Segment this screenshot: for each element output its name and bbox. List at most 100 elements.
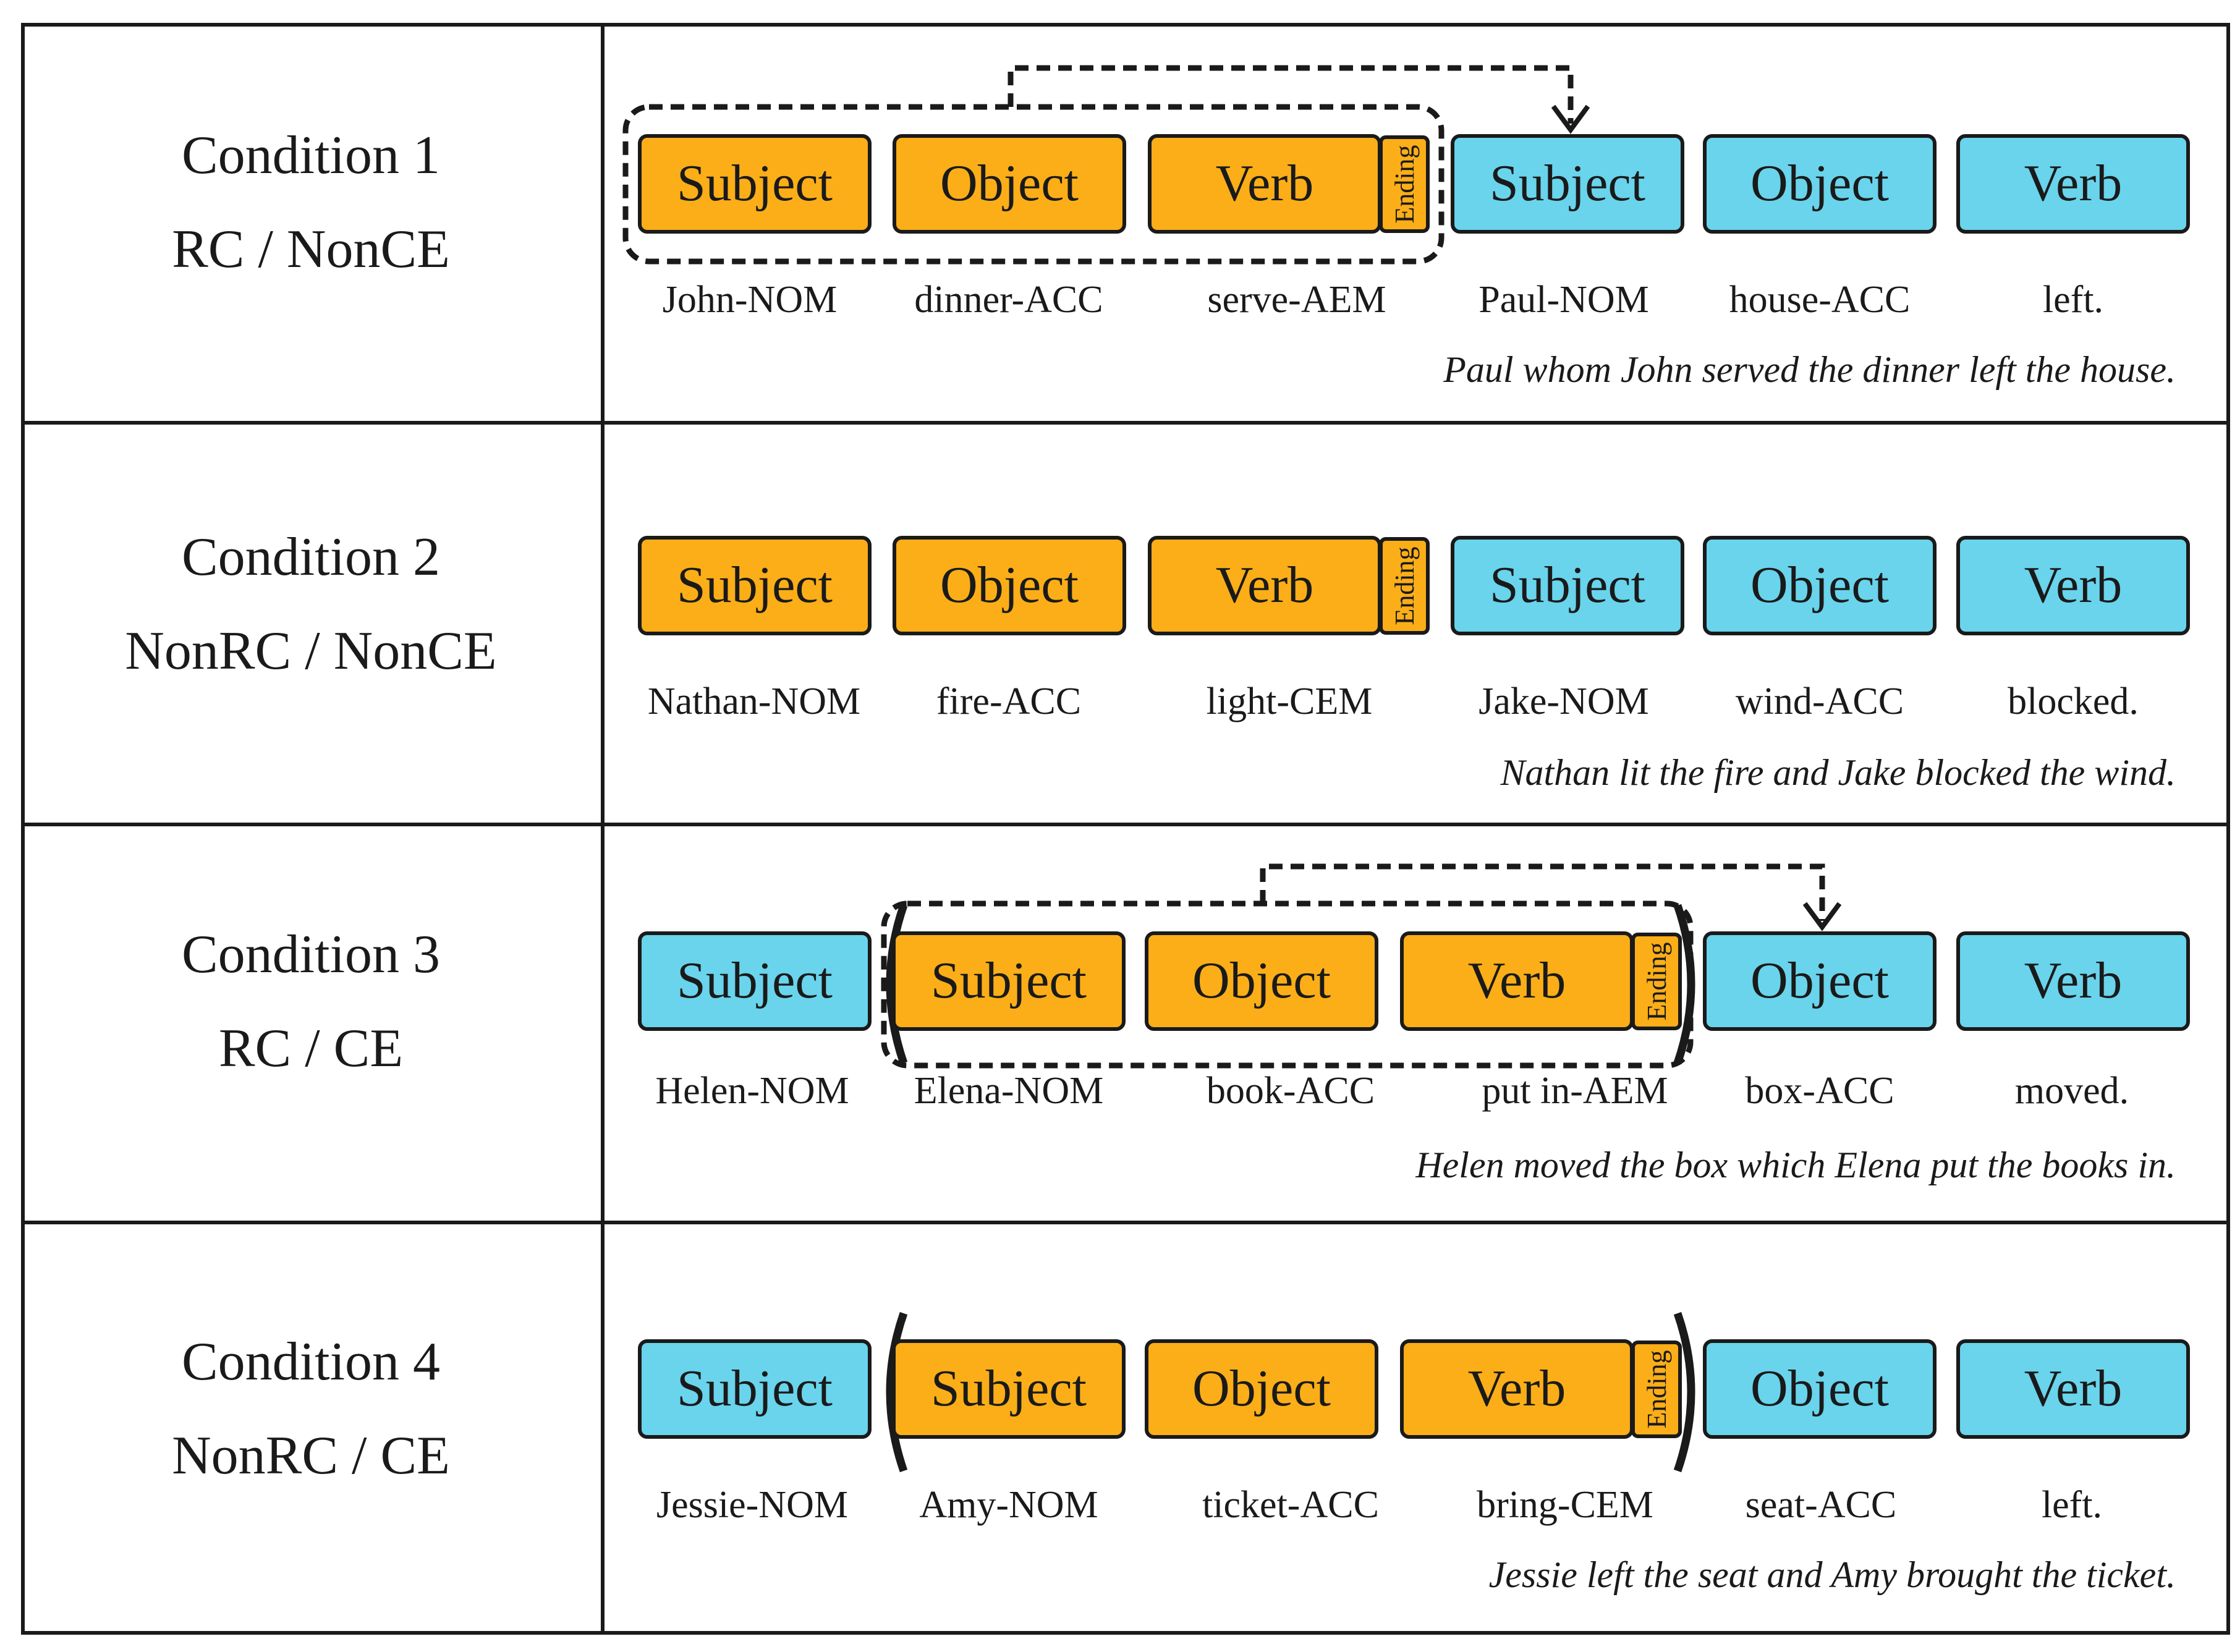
condition-row-3: Condition 3 RC / CE Subject Subject Obje… (182, 863, 2190, 1185)
block-label: Object (1750, 952, 1889, 1009)
condition-label-cell: Condition 1 RC / NonCE (172, 125, 450, 279)
word-block: Object (1703, 931, 1937, 1031)
arrowhead (1802, 902, 1842, 931)
word-block: Object (1703, 536, 1937, 635)
word-block: Verb (1956, 1339, 2190, 1439)
word-block: Verb (1148, 536, 1381, 635)
condition-label-cell: Condition 4 NonRC / CE (172, 1332, 450, 1486)
word-block: Object (1703, 134, 1937, 234)
ending-block: Ending (1379, 537, 1430, 635)
gloss: Nathan-NOM (648, 680, 860, 722)
condition-row-1: Condition 1 RC / NonCE Subject Object Ve… (172, 65, 2190, 390)
gloss: light-CEM (1207, 680, 1373, 722)
block-label: Subject (677, 952, 833, 1009)
block-label: Object (1750, 155, 1889, 212)
condition-type: RC / CE (219, 1019, 403, 1078)
head-noun-arrow (1008, 65, 1574, 124)
block-label: Verb (2024, 952, 2123, 1009)
translation: Paul whom John served the dinner left th… (1443, 349, 2176, 390)
gloss: bring-CEM (1477, 1484, 1653, 1526)
gloss: blocked. (2008, 680, 2139, 722)
condition-label-cell: Condition 2 NonRC / NonCE (125, 527, 496, 681)
word-block: Subject (1451, 536, 1684, 635)
block-label: Verb (1468, 952, 1566, 1009)
condition-name: Condition 1 (182, 125, 440, 185)
gloss: seat-ACC (1746, 1484, 1897, 1526)
relative-clause-bracket (881, 900, 1694, 1069)
block-label: Subject (1490, 155, 1645, 212)
gloss: house-ACC (1729, 279, 1911, 321)
block-label: Subject (677, 1360, 833, 1417)
condition-row-4: Condition 4 NonRC / CE Subject Subject O… (172, 1311, 2190, 1595)
gloss: left. (2043, 279, 2103, 321)
condition-type: NonRC / NonCE (125, 621, 496, 681)
ending-label: Ending (1642, 942, 1672, 1020)
table-grid (21, 23, 2230, 1635)
block-label: Object (1192, 952, 1331, 1009)
block-label: Verb (2024, 1360, 2123, 1417)
gloss: serve-AEM (1207, 279, 1386, 321)
condition-name: Condition 3 (182, 925, 440, 985)
word-block: Subject (1451, 134, 1684, 234)
left-parenthesis (886, 1311, 908, 1473)
condition-label-cell: Condition 3 RC / CE (182, 925, 440, 1078)
block-label: Subject (677, 556, 833, 614)
left-parenthesis (886, 904, 908, 1065)
gloss: left. (2042, 1484, 2102, 1526)
condition-row-2: Condition 2 NonRC / NonCE Subject Object… (125, 527, 2190, 793)
translation: Helen moved the box which Elena put the … (1415, 1145, 2176, 1185)
gloss: Jake-NOM (1478, 680, 1649, 722)
gloss: book-ACC (1207, 1070, 1375, 1112)
condition-type: RC / NonCE (172, 219, 450, 279)
gloss: Helen-NOM (655, 1070, 849, 1112)
block-label: Object (940, 556, 1079, 614)
ending-block: Ending (1631, 933, 1682, 1030)
ending-block: Ending (1631, 1341, 1682, 1438)
ending-label: Ending (1642, 1350, 1672, 1428)
word-block: Object (1703, 1339, 1937, 1439)
block-label: Subject (677, 155, 833, 212)
word-block: Verb (1400, 931, 1634, 1031)
word-block: Subject (638, 134, 872, 234)
block-label: Verb (1216, 556, 1314, 614)
block-label: Subject (1490, 556, 1645, 614)
head-noun-arrow (1260, 863, 1825, 921)
word-block: Subject (638, 931, 872, 1031)
block-label: Object (940, 155, 1079, 212)
gloss: put in-AEM (1482, 1070, 1668, 1112)
gloss: moved. (2015, 1070, 2129, 1112)
condition-name: Condition 4 (182, 1332, 440, 1392)
word-block: Object (893, 134, 1126, 234)
gloss: Amy-NOM (919, 1484, 1098, 1526)
block-label: Subject (931, 1360, 1087, 1417)
gloss: dinner-ACC (914, 279, 1103, 321)
word-block: Subject (638, 536, 872, 635)
gloss: box-ACC (1745, 1070, 1894, 1112)
word-block: Verb (1400, 1339, 1634, 1439)
word-block: Object (893, 536, 1126, 635)
ending-block: Ending (1379, 135, 1430, 233)
word-block: Subject (892, 931, 1126, 1031)
right-parenthesis (1673, 1311, 1695, 1473)
ending-label: Ending (1389, 546, 1420, 625)
translation: Jessie left the seat and Amy brought the… (1489, 1554, 2176, 1595)
condition-type: NonRC / CE (172, 1426, 450, 1486)
word-block: Verb (1956, 134, 2190, 234)
gloss: ticket-ACC (1202, 1484, 1379, 1526)
condition-name: Condition 2 (182, 527, 440, 587)
block-label: Object (1192, 1360, 1331, 1417)
block-label: Verb (2024, 556, 2123, 614)
gloss: wind-ACC (1736, 680, 1904, 722)
block-label: Verb (1468, 1360, 1566, 1417)
word-block: Subject (638, 1339, 872, 1439)
word-block: Verb (1148, 134, 1381, 234)
word-block: Verb (1956, 931, 2190, 1031)
word-block: Verb (1956, 536, 2190, 635)
gloss: Paul-NOM (1478, 279, 1649, 321)
ending-label: Ending (1389, 145, 1420, 223)
arrowhead (1551, 104, 1590, 134)
translation: Nathan lit the fire and Jake blocked the… (1500, 752, 2176, 793)
block-label: Object (1750, 1360, 1889, 1417)
word-block: Object (1145, 931, 1378, 1031)
